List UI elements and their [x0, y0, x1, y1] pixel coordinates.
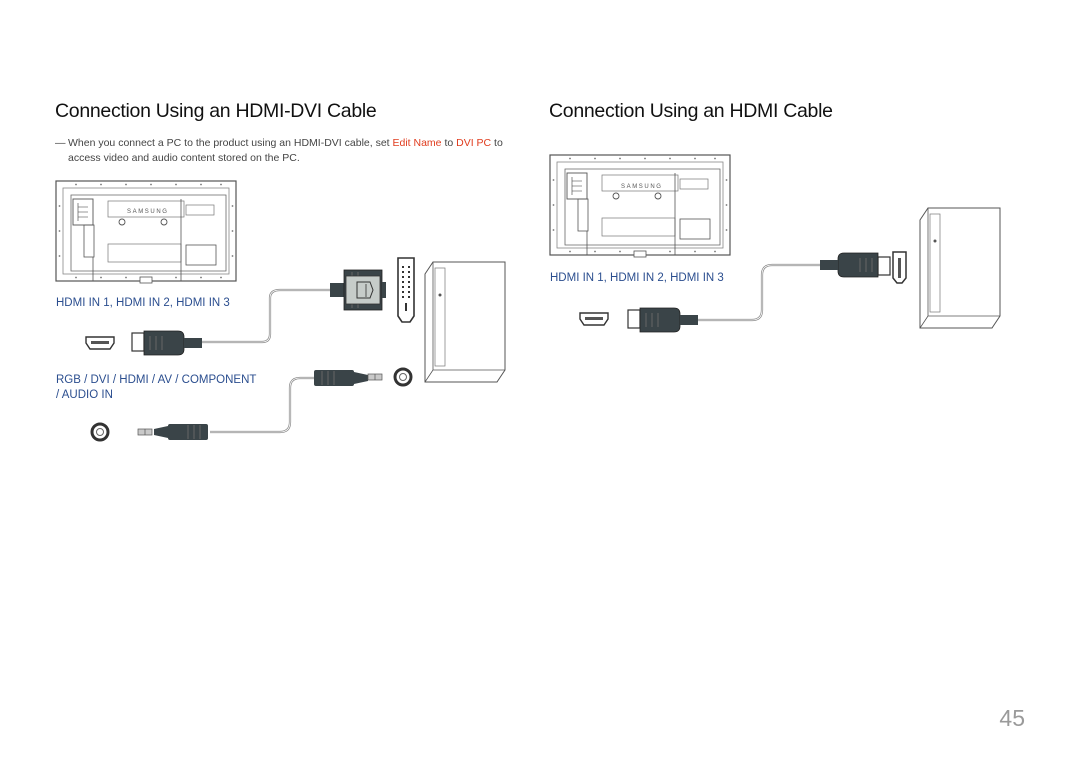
dvi-cable — [185, 288, 332, 344]
left-tv-brand: SAMSUNG — [127, 209, 169, 215]
audio-plug-tv-icon — [137, 423, 209, 441]
dvi-port-icon — [397, 257, 415, 323]
audio-jack-tv-icon — [90, 422, 110, 442]
hdmi-section-title: Connection Using an HDMI Cable — [549, 100, 833, 122]
right-pc-tower — [919, 207, 1001, 329]
audio-plug-pc-icon — [313, 369, 383, 387]
right-tv-back: SAMSUNG — [549, 154, 731, 258]
right-tv-brand: SAMSUNG — [621, 184, 663, 190]
right-hdmi-port-label: HDMI IN 1, HDMI IN 2, HDMI IN 3 — [550, 272, 724, 284]
note-dash: ― — [55, 137, 66, 149]
audio-port-label-line2: / AUDIO IN — [56, 389, 113, 401]
dvi-pc-highlight: DVI PC — [456, 137, 492, 149]
right-hdmi-plug-tv-icon — [627, 307, 699, 333]
left-tv-back: SAMSUNG — [55, 180, 237, 284]
note-text-middle: to — [441, 137, 457, 149]
right-hdmi-plug-pc-icon — [819, 252, 891, 278]
dvi-plug-icon — [330, 269, 386, 311]
note-text-after: to access video and audio content stored… — [68, 137, 503, 164]
hdmi-dvi-section-title: Connection Using an HDMI-DVI Cable — [55, 100, 377, 122]
audio-port-label-line1: RGB / DVI / HDMI / AV / COMPONENT — [56, 374, 257, 386]
edit-name-highlight: Edit Name — [392, 137, 442, 149]
note-text-before: When you connect a PC to the product usi… — [68, 137, 393, 149]
audio-cable — [210, 376, 314, 434]
left-hdmi-port-label: HDMI IN 1, HDMI IN 2, HDMI IN 3 — [56, 297, 230, 309]
note-paragraph: ― When you connect a PC to the product u… — [55, 136, 535, 166]
right-hdmi-port-pc-icon — [892, 251, 907, 284]
right-hdmi-port-icon — [579, 312, 609, 326]
audio-jack-pc-icon — [393, 367, 413, 387]
left-pc-tower — [424, 261, 506, 383]
left-hdmi-port-icon — [85, 336, 115, 350]
left-hdmi-plug-icon — [131, 330, 203, 356]
hdmi-cable — [696, 263, 820, 322]
note-text: When you connect a PC to the product usi… — [55, 136, 535, 166]
page-number: 45 — [999, 705, 1025, 731]
